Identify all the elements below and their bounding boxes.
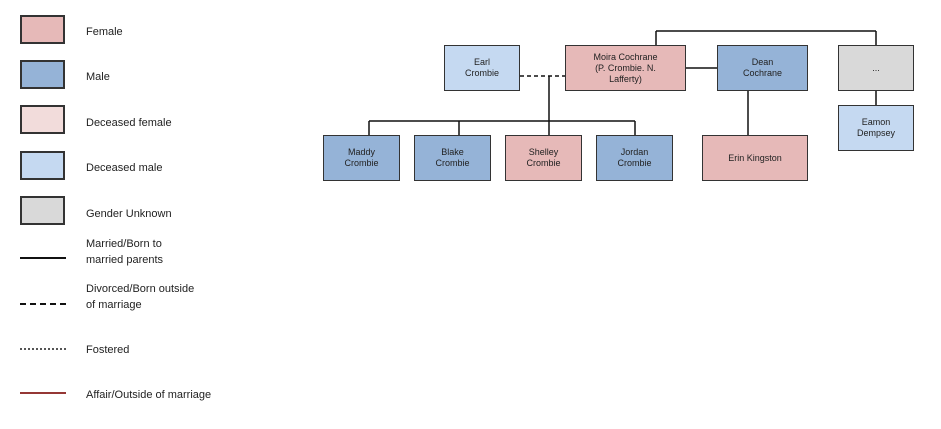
person-earl-crombie: Earl Crombie	[444, 45, 520, 91]
legend-line-fostered	[20, 348, 66, 350]
legend-label-male: Male	[86, 71, 110, 83]
legend-swatch-male	[20, 60, 65, 89]
legend-line-affair	[20, 392, 66, 394]
legend-label-divorced: Divorced/Born outside of marriage	[86, 283, 195, 311]
person-dean-cochrane: Dean Cochrane	[717, 45, 808, 91]
legend-label-female: Female	[86, 26, 123, 38]
person-blake-crombie: Blake Crombie	[414, 135, 491, 181]
legend-swatch-deceased-female	[20, 105, 65, 134]
person-maddy-crombie: Maddy Crombie	[323, 135, 400, 181]
legend-swatch-female	[20, 15, 65, 44]
legend-line-divorced	[20, 303, 66, 305]
legend-line-married	[20, 257, 66, 259]
legend-label-deceased-male: Deceased male	[86, 162, 163, 174]
legend-label-affair: Affair/Outside of marriage	[86, 389, 212, 401]
legend-label-fostered: Fostered	[86, 344, 130, 356]
legend-swatch-deceased-male	[20, 151, 65, 180]
legend-label-married: Married/Born to married parents	[86, 238, 164, 266]
person-shelley-crombie: Shelley Crombie	[505, 135, 582, 181]
legend-label-unknown: Gender Unknown	[86, 208, 172, 220]
legend-label-deceased-female: Deceased female	[86, 117, 172, 129]
person-unknown: ...	[838, 45, 914, 91]
person-jordan-crombie: Jordan Crombie	[596, 135, 673, 181]
person-moira-cochrane: Moira Cochrane (P. Crombie. N. Lafferty)	[565, 45, 686, 91]
legend-swatch-unknown	[20, 196, 65, 225]
person-erin-kingston: Erin Kingston	[702, 135, 808, 181]
person-eamon-dempsey: Eamon Dempsey	[838, 105, 914, 151]
